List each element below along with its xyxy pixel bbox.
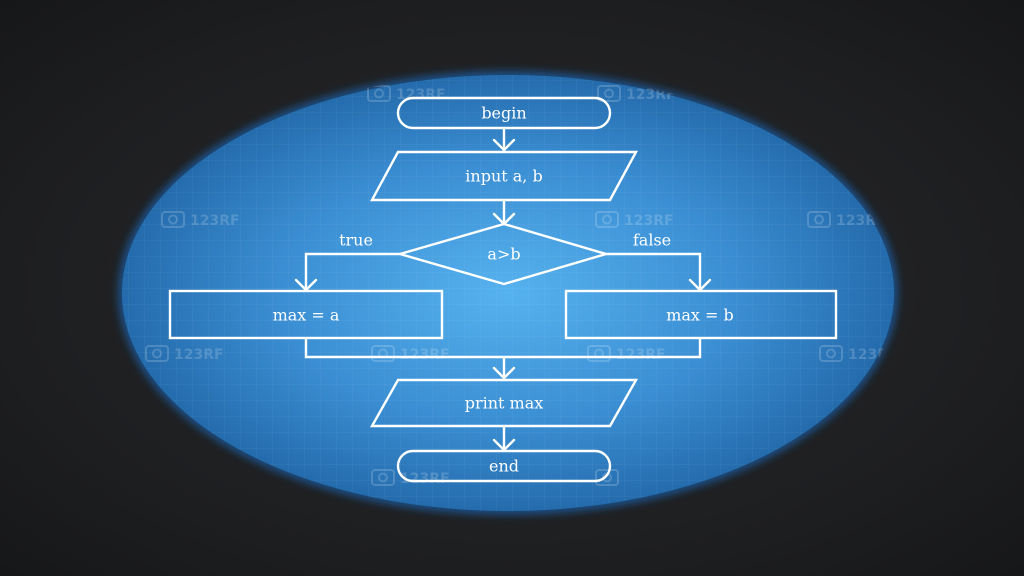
io-shape-input [369, 150, 639, 202]
watermark-text: 123RF [190, 213, 240, 229]
node-input: input a, b [369, 150, 639, 202]
camera-icon [597, 85, 621, 102]
watermark-10: 123RF [371, 469, 450, 487]
node-print-label: print max [465, 394, 544, 413]
arrow-begin-input [492, 138, 516, 152]
camera-icon [371, 469, 395, 486]
camera-icon [595, 469, 619, 486]
edge-true-branch [304, 252, 400, 290]
camera-icon [161, 211, 185, 228]
connectors [294, 128, 712, 452]
watermark-text: 123RF [400, 471, 450, 487]
watermark-text: 123RF [848, 347, 898, 363]
camera-icon [367, 85, 391, 102]
io-shape-print [369, 378, 639, 428]
camera-icon [145, 345, 169, 362]
blueprint-grid [122, 75, 894, 511]
node-print: print max [369, 378, 639, 428]
watermark-text: 123RF [626, 87, 676, 103]
node-input-label: input a, b [465, 167, 542, 186]
node-end: end [396, 449, 612, 483]
decision-shape [395, 222, 611, 286]
terminal-shape-begin [396, 96, 612, 130]
node-end-label: end [489, 457, 519, 476]
watermark-4: 123RF [595, 211, 674, 229]
watermark-text: 123RF [616, 347, 666, 363]
node-max-a-label: max = a [273, 306, 340, 325]
process-shape-max-a [168, 289, 444, 340]
watermark-3: 123RF [161, 211, 240, 229]
camera-icon [819, 345, 843, 362]
arrow-merge-print [492, 366, 516, 380]
watermark-text: 123RF [174, 347, 224, 363]
node-begin-label: begin [481, 104, 526, 123]
node-max-b-label: max = b [666, 306, 734, 325]
edge-label-true: true [339, 231, 373, 250]
watermark-6: 123RF [145, 345, 224, 363]
node-begin: begin [396, 96, 612, 130]
node-max-b: max = b [564, 289, 838, 340]
camera-icon [807, 211, 831, 228]
watermark-group: 123RF 123RF 123RF 123RF 123RF [145, 85, 898, 487]
node-decision-label: a>b [487, 245, 520, 264]
process-shape-max-b [564, 289, 838, 340]
terminal-shape-end [396, 449, 612, 483]
camera-icon [587, 345, 611, 362]
camera-icon [595, 211, 619, 228]
node-max-a: max = a [168, 289, 444, 340]
watermark-text: 123RF [624, 213, 674, 229]
edge-label-false: false [633, 231, 671, 250]
camera-icon [371, 345, 395, 362]
node-decision: a>b [395, 222, 611, 286]
edge-false-branch [606, 252, 702, 290]
watermark-text: 123RF [400, 347, 450, 363]
